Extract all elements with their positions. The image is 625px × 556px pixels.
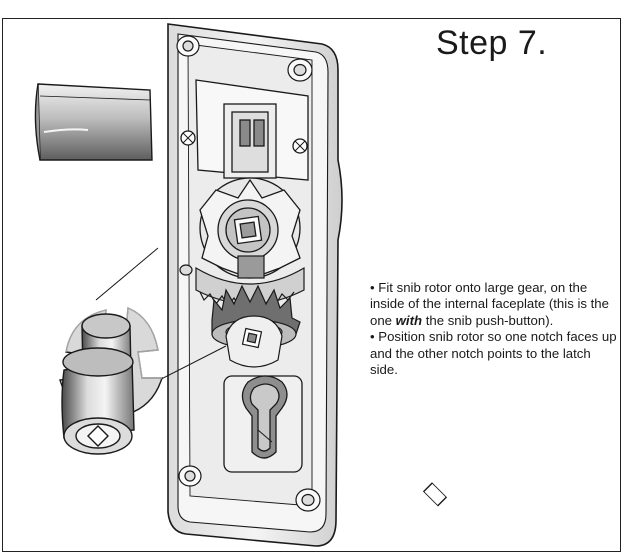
snib-rotor [59, 306, 448, 507]
step-title: Step 7. [436, 24, 548, 62]
instructions-text: • Fit snib rotor onto large gear, on the… [370, 280, 620, 378]
instruction-1: • Fit snib rotor onto large gear, on the… [370, 280, 620, 329]
instruction-1-emphasis: with [395, 312, 423, 328]
instruction-1-prefix: • Fit snib rotor onto large gear, on the… [370, 280, 609, 328]
instruction-1-suffix: the snib push-button). [422, 312, 554, 328]
spindle-hub [199, 177, 301, 279]
snib-housing [180, 79, 309, 181]
lever-handle [34, 83, 153, 161]
screw-bosses [176, 35, 321, 512]
euro-cylinder-cutout [223, 375, 303, 473]
instruction-2: • Position snib rotor so one notch faces… [370, 329, 617, 378]
rotor-post [225, 315, 283, 368]
